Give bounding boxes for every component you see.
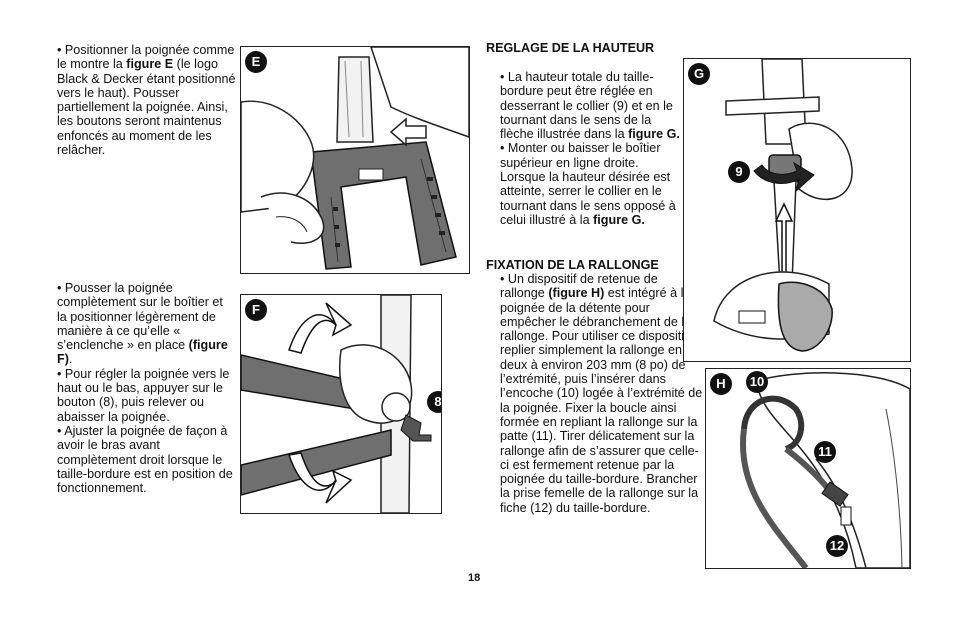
callout-8: 8	[427, 391, 441, 413]
figure-g-illustration	[713, 59, 853, 352]
figure-g-reference-2: figure G.	[593, 212, 645, 227]
heading-height-adjustment: REGLAGE DE LA HAUTEUR	[486, 41, 655, 55]
callout-9: 9	[728, 161, 750, 183]
adjust-arm-paragraph: • Ajuster la poignée de façon à avoir le…	[57, 423, 233, 496]
figure-h: H 10 11 12	[705, 368, 911, 569]
figure-f-illustration	[241, 295, 432, 513]
adjust-button-paragraph: • Pour régler la poignée vers le haut ou…	[57, 366, 230, 424]
figure-e: E	[240, 46, 470, 274]
text-block-figure-h: • Un dispositif de retenue de rallonge (…	[500, 272, 703, 515]
figure-g-label: G	[688, 63, 710, 85]
figure-e-label: E	[245, 51, 267, 73]
callout-11: 11	[814, 441, 836, 463]
figure-g-reference-1: figure G.	[628, 127, 680, 142]
text-block-figure-e: • Positionner la poignée comme le montre…	[57, 43, 236, 158]
text-block-figure-f: • Pousser la poignée complètement sur le…	[57, 281, 235, 495]
figure-g: G 9	[683, 58, 911, 362]
figure-e-illustration	[241, 47, 469, 270]
figure-e-reference: figure E	[126, 57, 174, 72]
figure-f: F 8	[240, 294, 442, 514]
page-number: 18	[468, 572, 481, 584]
heading-extension-cord: FIXATION DE LA RALLONGE	[486, 258, 659, 272]
figure-f-reference: (figure F)	[57, 338, 228, 367]
figure-h-reference: (figure H)	[548, 286, 605, 301]
callout-12: 12	[826, 535, 848, 557]
callout-10: 10	[746, 371, 768, 393]
figure-f-label: F	[245, 299, 267, 321]
text-block-figure-g: • La hauteur totale du taille-bordure pe…	[500, 70, 680, 227]
figure-h-label: H	[710, 373, 732, 395]
figure-h-illustration	[739, 372, 910, 568]
